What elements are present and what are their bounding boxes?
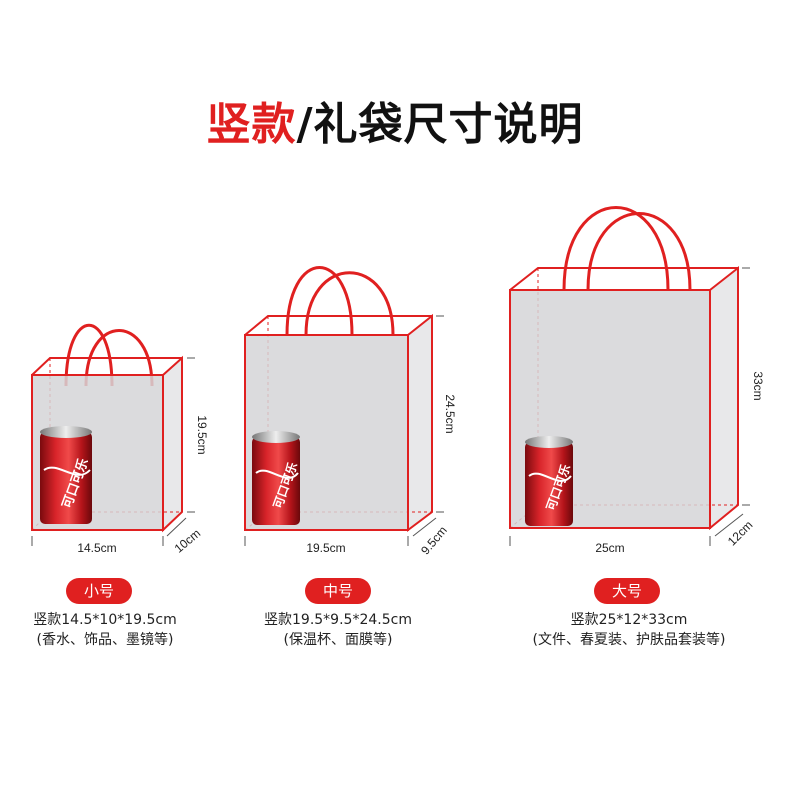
title-accent: 竖款 (206, 99, 297, 150)
page-title: 竖款/礼袋尺寸说明 (0, 88, 790, 152)
large-height-label: 33cm (751, 371, 765, 400)
badge-medium: 中号 (305, 578, 371, 604)
cola-can-small: 可口可乐 (40, 426, 92, 524)
cola-can-medium: 可口可乐 (252, 431, 300, 525)
usage-large: (文件、春夏装、护肤品套装等) (532, 632, 726, 648)
desc-large: 竖款25*12*33cm (文件、春夏装、护肤品套装等) (504, 610, 754, 650)
title-separator: / (296, 99, 314, 150)
spec-large: 竖款25*12*33cm (570, 612, 688, 628)
small-width-label: 14.5cm (77, 541, 116, 555)
spec-medium: 竖款19.5*9.5*24.5cm (264, 612, 412, 628)
title-rest: 礼袋尺寸说明 (313, 99, 584, 150)
bag-small: 可口可乐 14.5cm 19.5cm 10cm (31, 324, 209, 556)
large-width-label: 25cm (595, 541, 624, 555)
small-depth-label: 10cm (172, 526, 203, 556)
badge-large: 大号 (594, 578, 660, 604)
desc-small: 竖款14.5*10*19.5cm (香水、饰品、墨镜等) (0, 610, 230, 650)
medium-height-label: 24.5cm (443, 394, 457, 433)
cola-can-large: 可口可乐 (525, 436, 573, 526)
bag-large: 可口可乐 25cm 33cm 12cm (509, 206, 765, 555)
usage-medium: (保温杯、面膜等) (283, 632, 393, 648)
desc-medium: 竖款19.5*9.5*24.5cm (保温杯、面膜等) (213, 610, 463, 650)
usage-small: (香水、饰品、墨镜等) (36, 632, 174, 648)
bag-medium: 可口可乐 19.5cm 24.5cm 9.5cm (244, 266, 457, 557)
large-depth-label: 12cm (725, 518, 756, 549)
spec-small: 竖款14.5*10*19.5cm (33, 612, 177, 628)
medium-width-label: 19.5cm (306, 541, 345, 555)
badge-small: 小号 (66, 578, 132, 604)
small-height-label: 19.5cm (195, 415, 209, 454)
